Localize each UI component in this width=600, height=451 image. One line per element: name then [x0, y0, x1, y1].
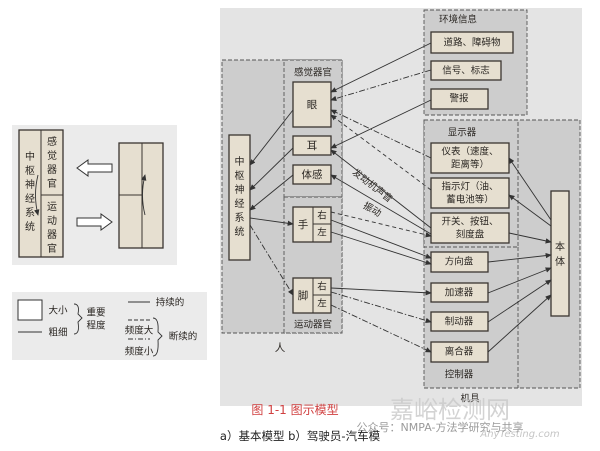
watermark-url: AnyTesting.com — [479, 429, 560, 440]
nervous-system-box — [228, 134, 251, 261]
basic-nervous-system-label: 中枢神经系统 — [25, 150, 35, 233]
legend-freq-low: 频度小 — [125, 346, 154, 358]
connections — [249, 42, 552, 353]
signal-box: 信号、标志 — [442, 65, 490, 77]
indicators-line1: 指示灯（油、 — [441, 181, 498, 193]
sub-caption: a）基本模型 b）驾驶员-汽车模 — [220, 429, 381, 443]
foot-left: 左 — [317, 298, 327, 310]
legend-continuous: 持续的 — [156, 297, 185, 309]
legend-importance-2: 程度 — [86, 320, 106, 332]
clutch-box: 离合器 — [445, 346, 474, 358]
machine-body-label: 本体 — [555, 240, 565, 268]
gauges-line2: 距离等） — [451, 159, 489, 171]
eye-label: 眼 — [307, 99, 318, 111]
hollow-arrow-right — [76, 213, 113, 231]
alarm-box: 警报 — [449, 93, 469, 105]
steering-box: 方向盘 — [445, 256, 474, 268]
human-label: 人 — [275, 342, 286, 354]
watermark-account: 公众号：NMPA-方法学研究与共享 — [357, 420, 524, 434]
basic-model: 中枢神经系统感觉器官运动器官显示器控制器文本 — [12, 125, 177, 265]
body-sense-box — [292, 164, 332, 185]
hand-left: 左 — [317, 227, 327, 239]
switches-line1: 开关、按钮、 — [441, 216, 498, 228]
controller-label: 控制器 — [445, 369, 474, 381]
accelerator-box: 加速器 — [445, 288, 474, 299]
body-sense-label: 体感 — [302, 168, 323, 181]
brake-box: 制动器 — [445, 316, 474, 328]
ear-label: 耳 — [307, 140, 318, 152]
legend-importance-1: 重要 — [86, 307, 105, 319]
nervous-system-label: 中枢神经系统 — [235, 155, 245, 238]
basic-sense-organs-label: 感觉器官 — [47, 135, 57, 190]
foot-label: 脚 — [298, 289, 309, 302]
foot-right: 右 — [317, 281, 327, 293]
environment-label: 环境信息 — [439, 14, 477, 26]
motor-organs-label: 运动器官 — [294, 319, 332, 331]
machine-label: 机具 — [460, 393, 480, 405]
legend-freq-high: 频度大 — [125, 325, 154, 337]
indicators-line2: 蓄电池等） — [446, 194, 494, 206]
figure-caption: 图 1-1 图示模型 — [251, 403, 338, 417]
driver-car-model: 感觉器官 运动器官 人 眼 耳 体感 中枢神经系统 手 右 左 脚 右 左 环境… — [220, 8, 582, 406]
basic-motor-organs-label: 运动器官 — [47, 201, 57, 255]
eye-box — [292, 81, 332, 128]
legend-size: 大小 — [48, 305, 68, 317]
gauges-line1: 仪表（速度、 — [441, 146, 498, 158]
hollow-arrow-left — [76, 159, 113, 177]
machine-body-box — [550, 190, 570, 317]
display-label: 显示器 — [448, 128, 477, 139]
legend: 大小 粗细 重要 程度 持续的 频度大 频度小 断续的 — [12, 292, 207, 360]
watermark-site: 嘉峪检测网 — [390, 396, 510, 424]
switches-line2: 刻度盘 — [456, 229, 485, 241]
sense-organs-label: 感觉器官 — [294, 67, 332, 79]
legend-intermittent: 断续的 — [169, 331, 198, 343]
legend-thickness: 粗细 — [48, 327, 67, 339]
hand-label: 手 — [298, 218, 309, 231]
road-box: 道路、障碍物 — [443, 37, 501, 49]
hand-right: 右 — [317, 210, 327, 222]
